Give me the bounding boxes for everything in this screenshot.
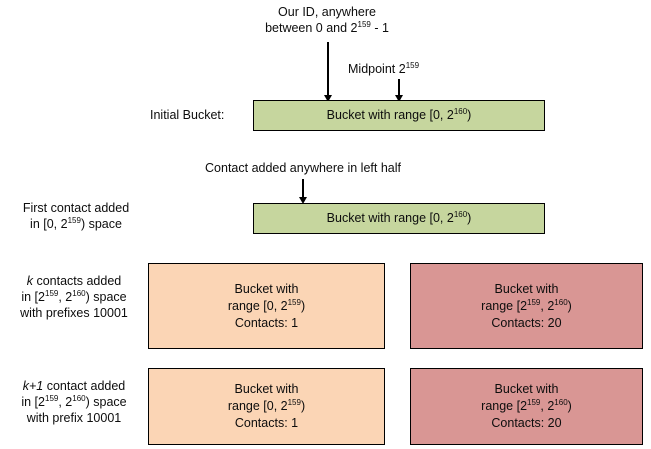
row-label-initial-bucket-line1: Initial Bucket: xyxy=(150,108,225,122)
annotation-our-id-line1: Our ID, anywhere xyxy=(278,5,376,19)
k-contacts-line2-mid: , 2 xyxy=(58,290,73,304)
kp1-line1-rest: contact added xyxy=(43,379,126,393)
row-label-k-contacts-line3: with prefixes 10001 xyxy=(20,306,128,320)
kp1-right-bucket-line3: Contacts: 20 xyxy=(491,416,562,430)
kp1-left-bucket-line2-sup: 159 xyxy=(287,397,301,407)
k-contacts-line2-post: ) space xyxy=(85,290,127,304)
kp1-left-bucket-line2: range [0, 2159) xyxy=(228,398,305,415)
first-contact-line2-sup: 159 xyxy=(67,215,81,225)
k-left-bucket-line1: Bucket with xyxy=(234,281,299,296)
annotation-contact-left-half: Contact added anywhere in left half xyxy=(205,161,401,175)
row-label-first-contact-line2: in [0, 2159) space xyxy=(8,216,144,232)
k-left-bucket-line2-post: ) xyxy=(300,298,306,313)
k-contacts-line2-sup2: 160 xyxy=(72,288,86,298)
kp1-right-bucket-line2-post: ) xyxy=(567,399,572,413)
midpoint-sup: 159 xyxy=(405,60,420,70)
kp1-line2-sup1: 159 xyxy=(45,393,59,403)
k-right-bucket-line2-pre: range [2 xyxy=(481,298,528,313)
kp1-right-bucket-line2-mid: , 2 xyxy=(540,399,555,413)
k-left-bucket-line3: Contacts: 1 xyxy=(234,315,299,330)
kp1-right-bucket: Bucket with range [2159, 2160) Contacts:… xyxy=(410,368,643,445)
initial-bucket-box: Bucket with range [0, 2160) xyxy=(253,100,545,131)
row-label-k-plus-1-contact: k+1 contact added in [2159, 2160) space … xyxy=(4,378,144,426)
kp1-right-bucket-line2-sup2: 160 xyxy=(554,397,568,407)
kp1-line2-sup2: 160 xyxy=(72,393,86,403)
kp1-right-bucket-line2-pre: range [2 xyxy=(481,399,528,413)
our-id-line2-pre: between 0 and 2 xyxy=(265,21,358,35)
first-contact-text-pre: Bucket with range [0, 2 xyxy=(326,211,454,225)
initial-bucket-text-pre: Bucket with range [0, 2 xyxy=(326,108,454,122)
k-right-bucket-line1: Bucket with xyxy=(494,281,559,296)
row-label-k-contacts: k contacts added in [2159, 2160) space w… xyxy=(4,273,144,321)
row-label-first-contact-line1: First contact added xyxy=(22,201,130,215)
first-contact-text-post: ) xyxy=(467,211,472,225)
first-contact-line2-pre: in [0, 2 xyxy=(30,217,68,231)
row-label-k-contacts-line1: k contacts added xyxy=(4,273,144,289)
k-right-bucket-line2-sup2: 160 xyxy=(554,297,568,307)
kp1-left-bucket-line2-post: ) xyxy=(300,399,306,413)
k-right-bucket-line2-sup1: 159 xyxy=(527,297,541,307)
kp1-line1-ital: k+1 xyxy=(22,379,44,393)
k-contacts-line1-ital: k xyxy=(26,274,33,288)
row-label-k-contacts-line2: in [2159, 2160) space xyxy=(4,289,144,305)
kp1-line2-pre: in [2 xyxy=(21,395,45,409)
first-contact-line2-post: ) space xyxy=(80,217,122,231)
our-id-line2-post: - 1 xyxy=(370,21,389,35)
k-contacts-line2-pre: in [2 xyxy=(21,290,45,304)
k-left-bucket: Bucket with range [0, 2159) Contacts: 1 xyxy=(148,263,385,349)
initial-bucket-text-post: ) xyxy=(467,108,472,122)
midpoint-pre: Midpoint 2 xyxy=(348,62,406,76)
k-contacts-line1-rest: contacts added xyxy=(32,274,122,288)
arrow-contact-left-half-shaft xyxy=(302,179,304,198)
row-label-kp1-line1: k+1 contact added xyxy=(4,378,144,394)
k-contacts-line2-sup1: 159 xyxy=(45,288,59,298)
arrow-midpoint-shaft xyxy=(398,79,400,96)
arrow-our-id-shaft xyxy=(327,42,329,96)
k-right-bucket-line3: Contacts: 20 xyxy=(491,315,562,330)
initial-bucket-box-text: Bucket with range [0, 2160) xyxy=(327,107,472,124)
arrow-midpoint-head xyxy=(394,95,403,102)
kp1-left-bucket: Bucket with range [0, 2159) Contacts: 1 xyxy=(148,368,385,445)
k-right-bucket-line2-post: ) xyxy=(567,298,572,313)
row-label-kp1-line3: with prefix 10001 xyxy=(26,411,122,425)
k-left-bucket-line2-sup: 159 xyxy=(287,297,301,307)
first-contact-box: Bucket with range [0, 2160) xyxy=(253,203,545,234)
k-left-bucket-line2-pre: range [0, 2 xyxy=(227,298,288,313)
annotation-our-id-line2: between 0 and 2159 - 1 xyxy=(227,20,427,36)
annotation-our-id: Our ID, anywhere between 0 and 2159 - 1 xyxy=(227,4,427,36)
kp1-right-bucket-line1: Bucket with xyxy=(494,382,559,396)
k-right-bucket: Bucket with range [2159, 2160) Contacts:… xyxy=(410,263,643,349)
k-left-bucket-line2: range [0, 2159) xyxy=(228,298,305,315)
row-label-kp1-line2: in [2159, 2160) space xyxy=(4,394,144,410)
kp1-left-bucket-line3: Contacts: 1 xyxy=(234,416,299,430)
k-right-bucket-line2: range [2159, 2160) xyxy=(481,298,572,315)
our-id-line2-sup: 159 xyxy=(357,19,371,29)
first-contact-box-text: Bucket with range [0, 2160) xyxy=(327,210,472,227)
first-contact-text-sup: 160 xyxy=(453,209,468,219)
kp1-right-bucket-line2: range [2159, 2160) xyxy=(481,398,572,415)
kp1-line2-mid: , 2 xyxy=(58,395,73,409)
kp1-line2-post: ) space xyxy=(85,395,127,409)
row-label-initial-bucket: Initial Bucket: xyxy=(150,107,255,123)
kp1-left-bucket-line2-pre: range [0, 2 xyxy=(227,399,288,413)
arrow-our-id-head xyxy=(323,95,332,102)
annotation-midpoint: Midpoint 2159 xyxy=(348,61,468,77)
initial-bucket-text-sup: 160 xyxy=(453,106,468,116)
kp1-right-bucket-line2-sup1: 159 xyxy=(527,397,541,407)
k-right-bucket-line2-mid: , 2 xyxy=(540,298,555,313)
kp1-left-bucket-line1: Bucket with xyxy=(234,382,299,396)
row-label-first-contact: First contact added in [0, 2159) space xyxy=(8,200,144,232)
arrow-contact-left-half-head xyxy=(298,197,307,204)
